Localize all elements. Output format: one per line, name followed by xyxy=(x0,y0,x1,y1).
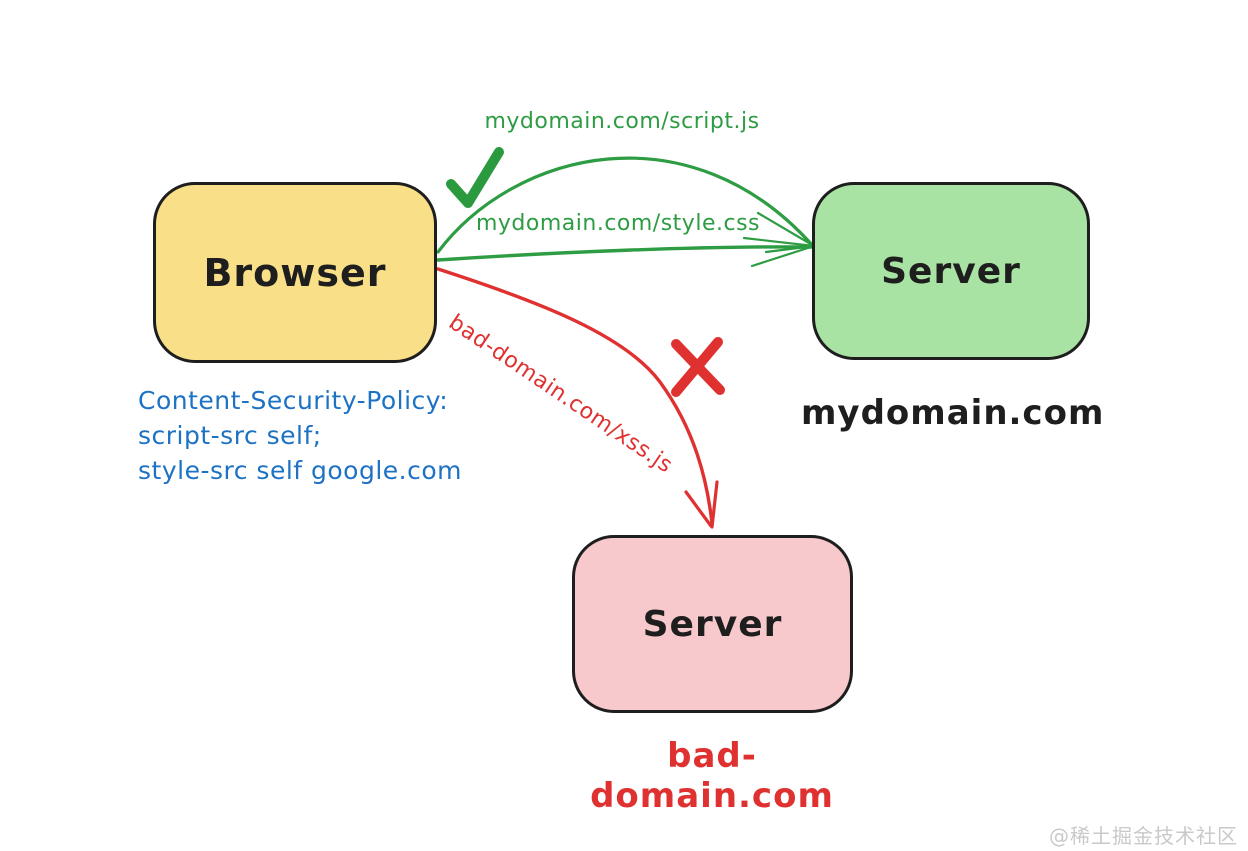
style-request-label: mydomain.com/style.css xyxy=(475,211,760,236)
script-request-label: mydomain.com/script.js xyxy=(484,109,760,134)
xss-request-label: bad-domain.com/xss.js xyxy=(444,310,677,479)
good-server-box: Server xyxy=(812,182,1090,360)
csp-policy-line-1: Content-Security-Policy: xyxy=(138,386,449,415)
x-mark-icon xyxy=(671,337,725,397)
style-request-arrow xyxy=(436,245,813,262)
csp-policy-note: Content-Security-Policy: script-src self… xyxy=(138,383,462,488)
csp-policy-line-3: style-src self google.com xyxy=(138,456,463,485)
script-request-arrow xyxy=(436,156,815,254)
check-mark-icon xyxy=(446,147,504,208)
bad-server-box: Server xyxy=(572,535,853,713)
browser-box-label: Browser xyxy=(203,250,387,295)
browser-box: Browser xyxy=(153,182,437,363)
bad-server-domain-caption: bad-domain.com xyxy=(590,736,834,816)
red-arrowhead xyxy=(684,480,719,529)
watermark: @稀土掘金技术社区 xyxy=(1049,824,1238,848)
csp-policy-line-2: script-src self; xyxy=(138,421,322,450)
good-server-domain-caption: mydomain.com xyxy=(801,393,1105,433)
bad-server-box-label: Server xyxy=(642,603,783,645)
good-server-box-label: Server xyxy=(881,250,1021,292)
